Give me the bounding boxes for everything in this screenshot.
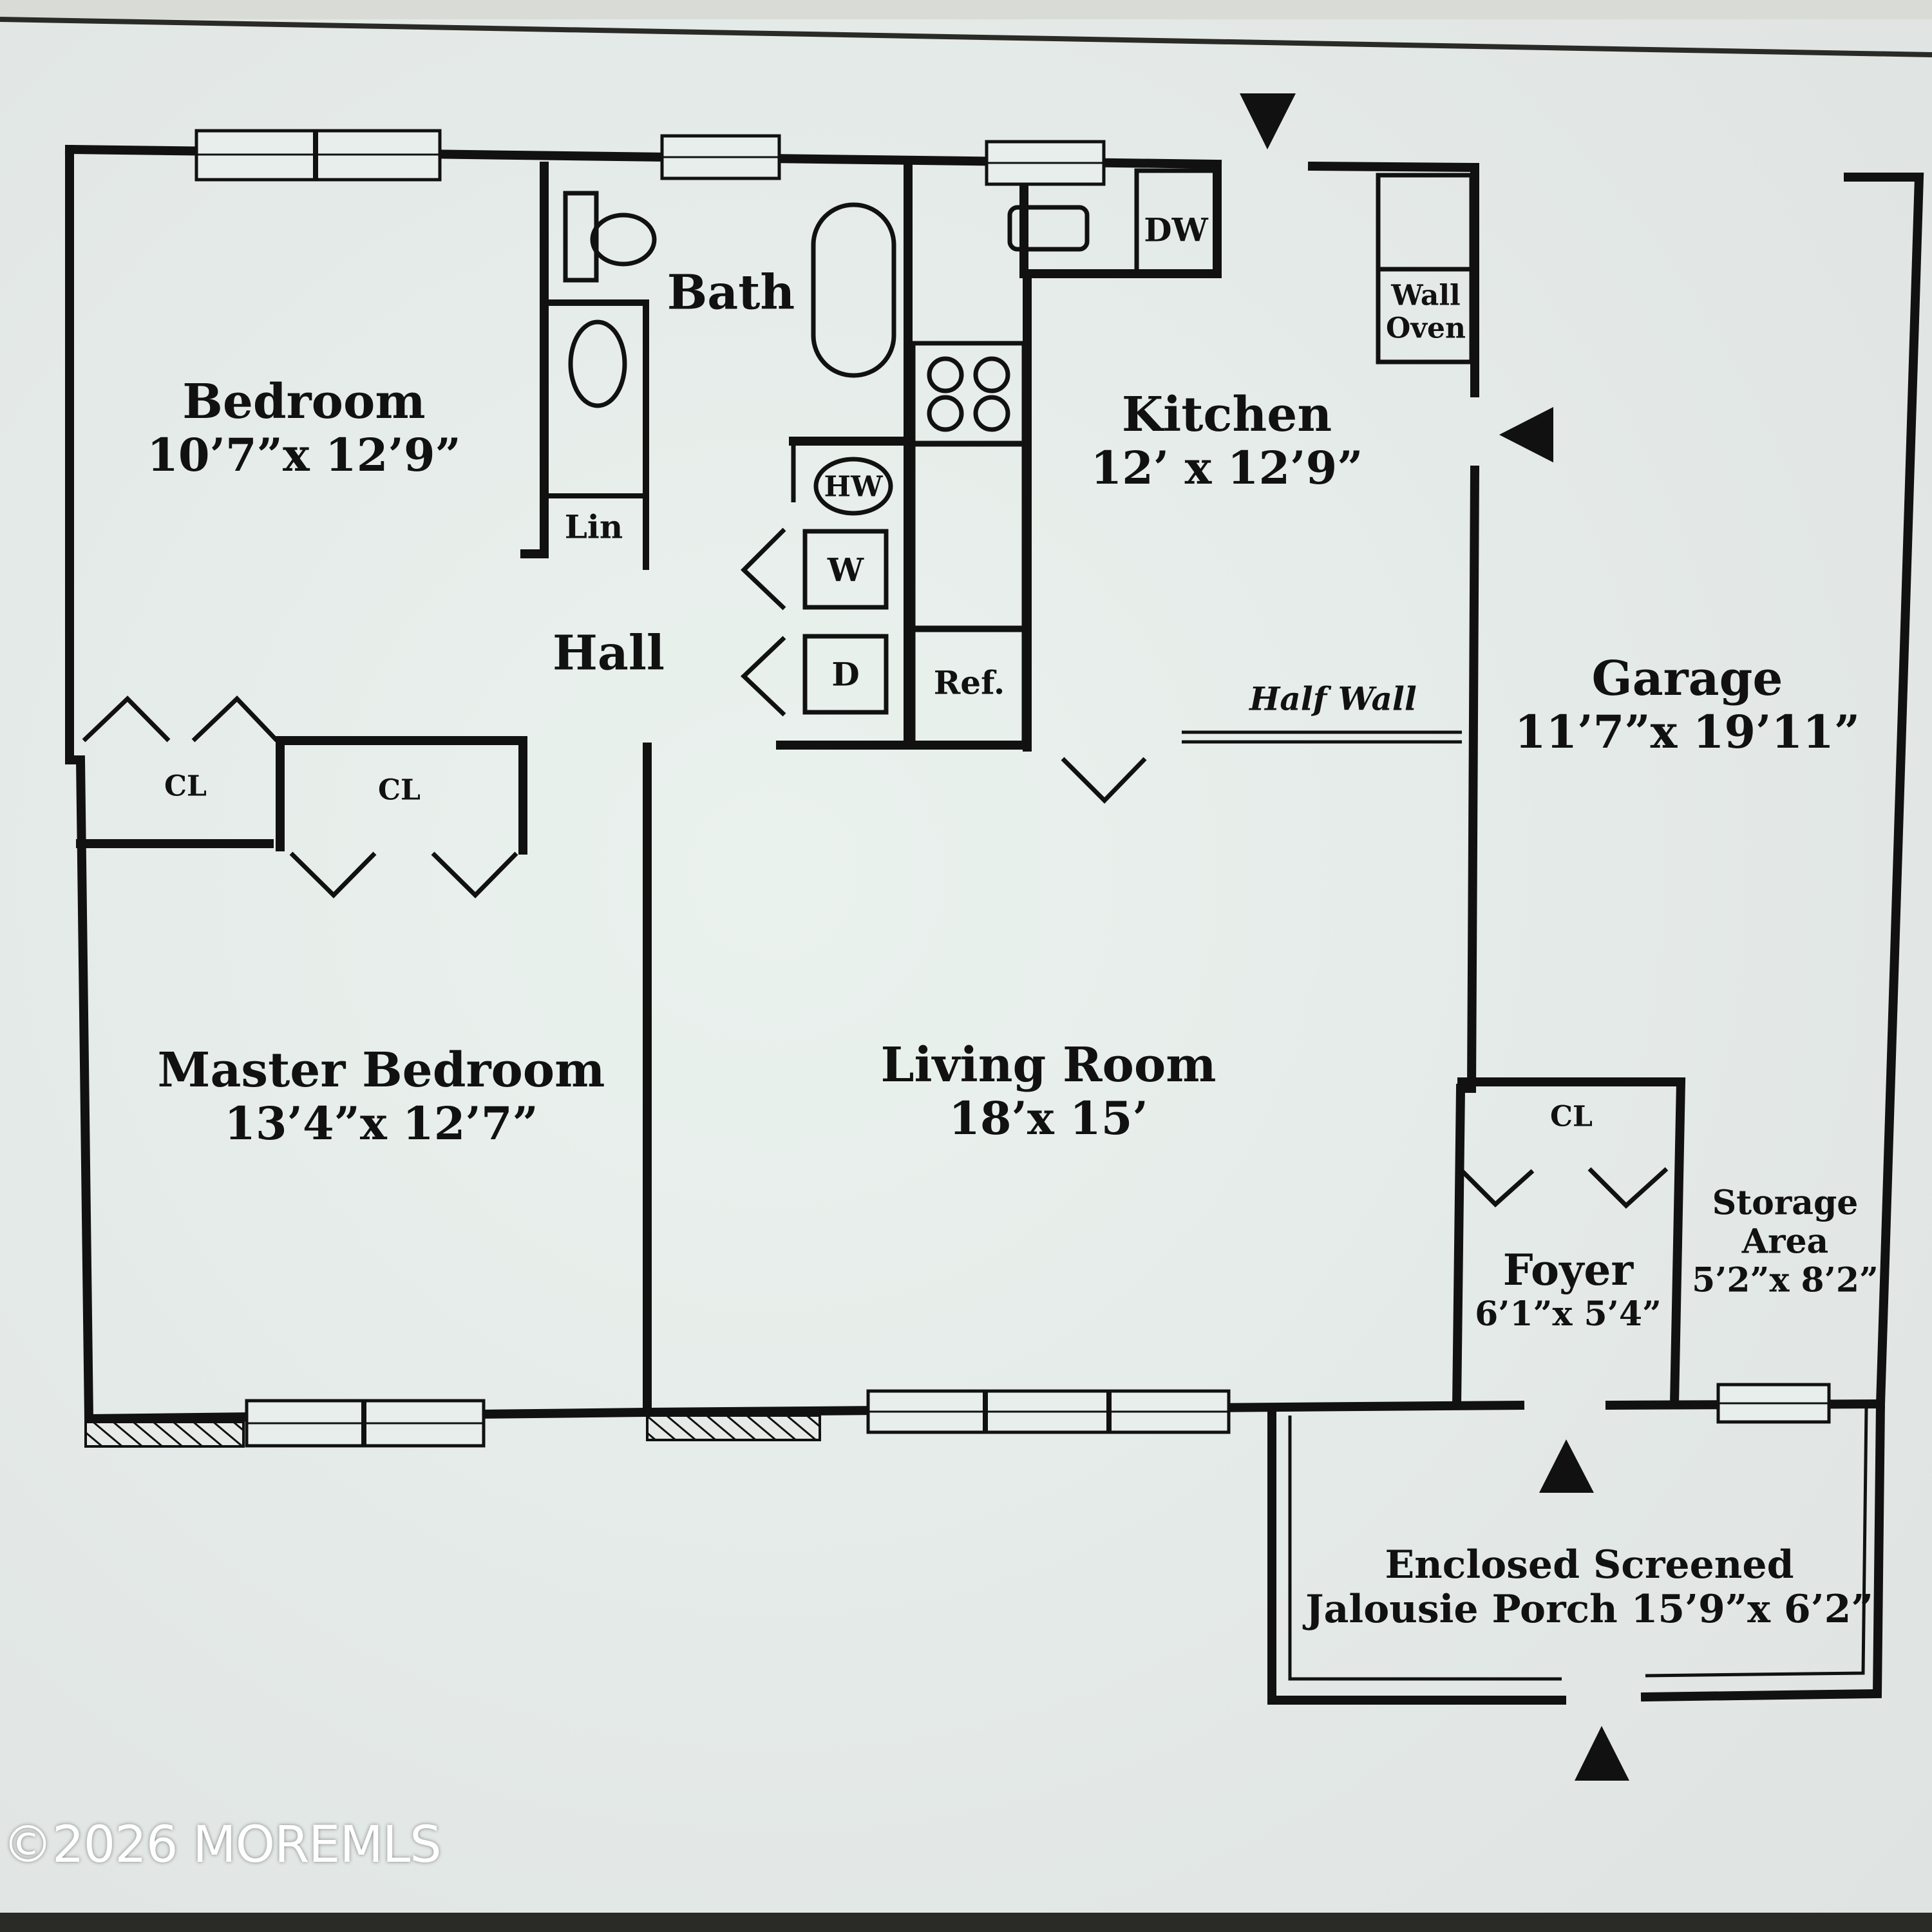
refrigerator-label: Ref. <box>933 663 1005 702</box>
porch-label: Enclosed Screened Jalousie Porch 15’9”x … <box>1305 1543 1873 1632</box>
closet-label: CL <box>378 773 421 807</box>
screen-bottom-frame <box>0 1913 1932 1932</box>
foyer-dims: 6’1”x 5’4” <box>1475 1294 1662 1334</box>
porch-inner-wall <box>1288 1416 1562 1681</box>
storage-dims: 5’2”x 8’2” <box>1692 1260 1879 1300</box>
foyer-label: Foyer 6’1”x 5’4” <box>1475 1245 1662 1334</box>
foyer-name: Foyer <box>1502 1245 1634 1296</box>
closet-label: CL <box>1550 1100 1593 1133</box>
bedroom-dims: 10’7”x 12’9” <box>147 428 461 482</box>
wall-oven-label: Wall Oven <box>1386 279 1466 345</box>
entry-arrow-porch <box>1539 1439 1594 1493</box>
garage-label: Garage 11’7”x 19’11” <box>1515 652 1860 759</box>
dishwasher-box <box>1134 168 1218 276</box>
dishwasher-label: DW <box>1144 211 1208 249</box>
screen-top-edge <box>0 17 1932 57</box>
storage-area-label: Storage Area 5’2”x 8’2” <box>1692 1184 1879 1299</box>
screen-background <box>0 19 1932 1919</box>
washer-label: W <box>827 551 864 589</box>
dryer-box <box>802 634 889 715</box>
hatched-sill-master <box>84 1421 245 1448</box>
hall-label: Hall <box>552 625 665 681</box>
water-heater-label: HW <box>824 470 883 504</box>
shower-basin <box>568 319 627 408</box>
living-room-label: Living Room 18’x 15’ <box>880 1038 1216 1145</box>
master-bedroom-label: Master Bedroom 13’4”x 12’7” <box>158 1043 605 1150</box>
bath-label: Bath <box>667 265 795 321</box>
bedroom-name: Bedroom <box>182 374 426 430</box>
entry-arrows <box>1240 93 1629 1781</box>
hatched-sill-living <box>646 1414 821 1441</box>
outer-left-wall <box>65 145 94 1424</box>
copyright-watermark: ©2026 MOREMLS <box>3 1816 442 1874</box>
door-swings <box>82 527 1669 1209</box>
garage-name: Garage <box>1591 651 1783 707</box>
garage-dims: 11’7”x 19’11” <box>1514 705 1861 759</box>
storage-name-line1: Storage <box>1712 1183 1859 1223</box>
bathtub <box>811 202 896 378</box>
fixtures <box>563 168 1474 746</box>
living-room-dims: 18’x 15’ <box>949 1092 1148 1146</box>
master-bedroom-dims: 13’4”x 12’7” <box>224 1097 538 1151</box>
closet-label: CL <box>164 770 207 803</box>
kitchen-label: Kitchen 12’ x 12’9” <box>1090 388 1363 495</box>
water-heater <box>813 457 893 516</box>
kitchen-dims: 12’ x 12’9” <box>1090 441 1363 495</box>
porch-line2: Jalousie Porch 15’9”x 6’2” <box>1305 1587 1873 1632</box>
windows <box>194 129 1831 1448</box>
master-bedroom-name: Master Bedroom <box>157 1043 605 1099</box>
dryer-label: D <box>831 655 860 694</box>
refrigerator-box <box>911 627 1027 746</box>
half-wall-label: Half Wall <box>1249 679 1417 718</box>
entry-arrow-top <box>1240 93 1296 149</box>
porch-line1: Enclosed Screened <box>1385 1542 1794 1587</box>
toilet-tank <box>563 191 599 283</box>
living-room-name: Living Room <box>880 1037 1217 1094</box>
toilet-bowl <box>590 213 657 267</box>
washer-box <box>802 529 889 610</box>
bedroom-label: Bedroom 10’7”x 12’9” <box>147 375 461 482</box>
wall-oven-line1: Wall <box>1391 279 1461 312</box>
linen-closet-label: Lin <box>564 507 623 546</box>
wall-oven-line2: Oven <box>1386 312 1466 345</box>
entry-arrow-bottom <box>1575 1726 1629 1781</box>
storage-name-line2: Area <box>1741 1222 1829 1262</box>
kitchen-sink <box>1007 205 1090 252</box>
kitchen-name: Kitchen <box>1121 387 1332 443</box>
